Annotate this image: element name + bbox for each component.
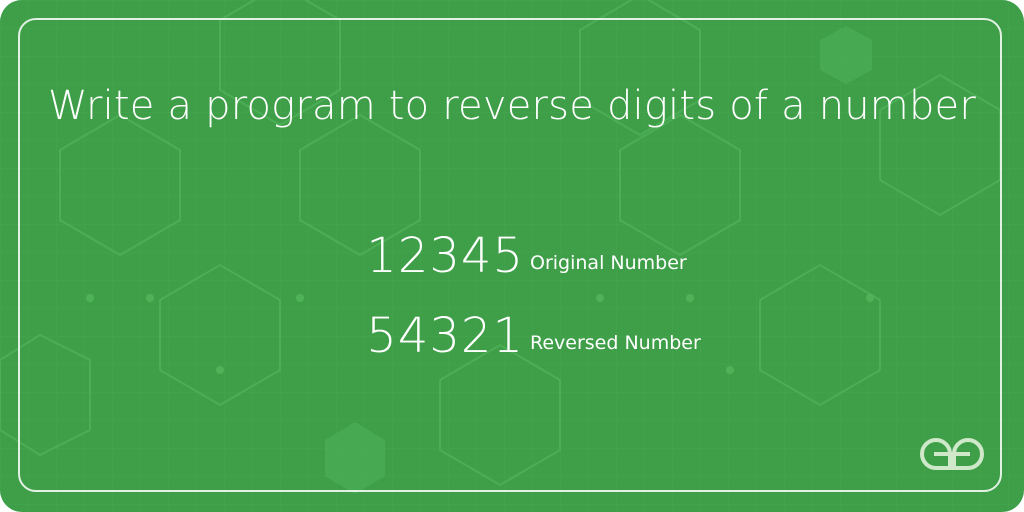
reversed-number-label: Reversed Number (530, 332, 701, 354)
gfg-logo-icon (920, 438, 984, 470)
inner-frame (18, 18, 1002, 492)
page-title: Write a program to reverse digits of a n… (47, 83, 977, 129)
original-number-label: Original Number (530, 252, 687, 274)
reversed-number-row: 54321 Reversed Number (0, 306, 1024, 366)
original-number-row: 12345 Original Number (0, 226, 1024, 286)
reversed-number-value: 54321 (366, 308, 524, 364)
original-number-value: 12345 (366, 228, 524, 284)
